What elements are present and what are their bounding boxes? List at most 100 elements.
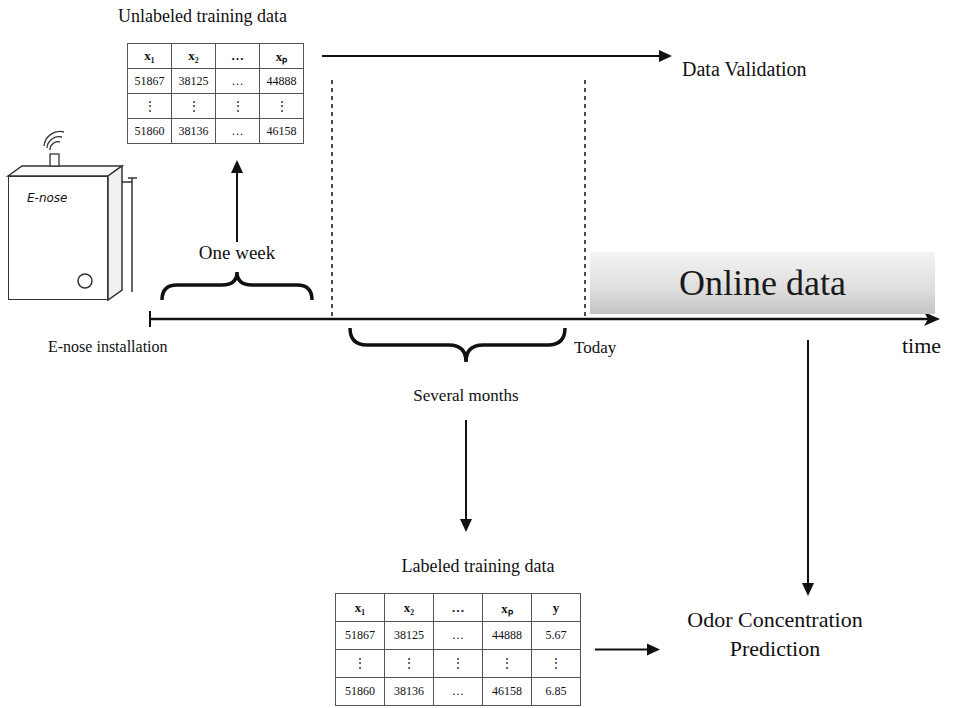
period-label: Several months bbox=[413, 386, 518, 406]
table-cell: y bbox=[532, 594, 581, 622]
axis-label: time bbox=[902, 333, 941, 359]
pred-box: Odor Concentration Prediction bbox=[670, 606, 880, 663]
column-header: y bbox=[553, 600, 560, 615]
table-value: 38125 bbox=[179, 74, 209, 88]
table-row: x₁ x₂ … xₚ bbox=[128, 44, 304, 69]
axis-arrowhead bbox=[924, 312, 940, 326]
table-cell: 6.85 bbox=[532, 678, 581, 706]
table-value: 51860 bbox=[345, 684, 375, 698]
table-cell: 5.67 bbox=[532, 622, 581, 650]
table-cell: ⋮ bbox=[260, 94, 304, 119]
table-cell: x₂ bbox=[385, 594, 434, 622]
table-grid: x₁x₂…xₚy5186738125…448885.67⋮⋮⋮⋮⋮5186038… bbox=[335, 593, 581, 706]
time-axis bbox=[150, 318, 930, 321]
table-cell: … bbox=[434, 622, 483, 650]
table-cell: … bbox=[216, 69, 260, 94]
table-cell: 44888 bbox=[260, 69, 304, 94]
table-cell: 51860 bbox=[128, 119, 172, 144]
pred-text: Odor Concentration Prediction bbox=[670, 606, 880, 663]
table-value: ⋮ bbox=[144, 99, 156, 113]
table-value: ⋮ bbox=[232, 99, 244, 113]
table-cell: ⋮ bbox=[532, 650, 581, 678]
flow-arrow bbox=[802, 340, 814, 596]
column-header: … bbox=[231, 48, 244, 63]
column-header: xₚ bbox=[276, 49, 288, 64]
data-table: Labeled training datax₁x₂…xₚy5186738125…… bbox=[335, 556, 581, 706]
data-table: Unlabeled training datax₁x₂…xₚ5186738125… bbox=[118, 6, 304, 144]
table-value: … bbox=[232, 74, 244, 88]
table-value: 38136 bbox=[179, 124, 209, 138]
table-value: 6.85 bbox=[546, 684, 567, 698]
table-value: 38125 bbox=[394, 628, 424, 642]
table-cell: 38136 bbox=[172, 119, 216, 144]
column-header: x₂ bbox=[404, 600, 414, 615]
one-week-brace bbox=[162, 272, 312, 300]
dashed-marker bbox=[331, 80, 333, 317]
column-header: x₁ bbox=[144, 48, 154, 63]
table-cell: 46158 bbox=[260, 119, 304, 144]
plain-text: Data Validation bbox=[682, 58, 807, 81]
up-arrow bbox=[236, 170, 238, 242]
down-arrow bbox=[465, 420, 467, 522]
band-box: Online data bbox=[590, 252, 935, 314]
table-cell: 38136 bbox=[385, 678, 434, 706]
table-row: 5186738125…448885.67 bbox=[336, 622, 581, 650]
table-cell: 46158 bbox=[483, 678, 532, 706]
period-label: One week bbox=[199, 242, 276, 264]
table-cell: … bbox=[216, 119, 260, 144]
column-header: xₚ bbox=[501, 601, 513, 616]
table-value: ⋮ bbox=[354, 656, 366, 670]
table-cell: … bbox=[434, 678, 483, 706]
table-cell: ⋮ bbox=[216, 94, 260, 119]
table-row: ⋮ ⋮ ⋮ ⋮ ⋮ bbox=[336, 650, 581, 678]
connector-line bbox=[322, 55, 662, 57]
band-text: Online data bbox=[679, 262, 846, 304]
table-row: 51867 38125 … 44888 bbox=[128, 69, 304, 94]
table-row: x₁x₂…xₚy bbox=[336, 594, 581, 622]
connector-line bbox=[595, 649, 650, 651]
arrowhead bbox=[659, 50, 672, 62]
table-value: 46158 bbox=[492, 684, 522, 698]
enose-pipe bbox=[128, 177, 137, 179]
arrowhead bbox=[231, 160, 243, 173]
table-cell: ⋮ bbox=[385, 650, 434, 678]
table-cell: ⋮ bbox=[172, 94, 216, 119]
table-cell: ⋮ bbox=[483, 650, 532, 678]
antenna bbox=[50, 154, 59, 166]
column-header: x₂ bbox=[188, 48, 198, 63]
table-cell: 38125 bbox=[385, 622, 434, 650]
table-heading: Labeled training data bbox=[335, 556, 581, 577]
table-row: 51860 38136… 46158 6.85 bbox=[336, 678, 581, 706]
table-value: 51867 bbox=[345, 628, 375, 642]
table-value: … bbox=[232, 124, 244, 138]
arrowhead bbox=[460, 519, 472, 532]
table-value: ⋮ bbox=[188, 99, 200, 113]
table-cell: … bbox=[216, 44, 260, 69]
table-value: 44888 bbox=[267, 74, 297, 88]
table-cell: 38125 bbox=[172, 69, 216, 94]
table-value: ⋮ bbox=[452, 656, 464, 670]
table-value: 5.67 bbox=[546, 628, 567, 642]
flow-arrow bbox=[595, 644, 660, 656]
connector-line bbox=[807, 340, 809, 586]
dashed-marker bbox=[584, 80, 586, 317]
enose-top bbox=[8, 166, 122, 176]
axis-tick bbox=[149, 311, 151, 327]
table-value: ⋮ bbox=[276, 99, 288, 113]
axis-label: E-nose installation bbox=[48, 338, 168, 356]
table-value: 51867 bbox=[135, 74, 165, 88]
table-value: ⋮ bbox=[501, 656, 513, 670]
plain-box: Data Validation bbox=[682, 58, 807, 81]
table-cell: xₚ bbox=[260, 44, 304, 69]
table-cell: x₁ bbox=[128, 44, 172, 69]
table-cell: 51867 bbox=[336, 622, 385, 650]
table-value: 51860 bbox=[135, 124, 165, 138]
enose-pipe bbox=[122, 181, 132, 183]
flow-arrow bbox=[322, 50, 672, 62]
table-cell: 51860 bbox=[336, 678, 385, 706]
table-cell: ⋮ bbox=[336, 650, 385, 678]
table-cell: xₚ bbox=[483, 594, 532, 622]
table-row: 51860 38136 … 46158 bbox=[128, 119, 304, 144]
table-cell: 51867 bbox=[128, 69, 172, 94]
table-grid: x₁ x₂ … xₚ 51867 38125 … 44888 ⋮ ⋮ ⋮ ⋮ 51860 38136 … 46… bbox=[127, 43, 304, 144]
